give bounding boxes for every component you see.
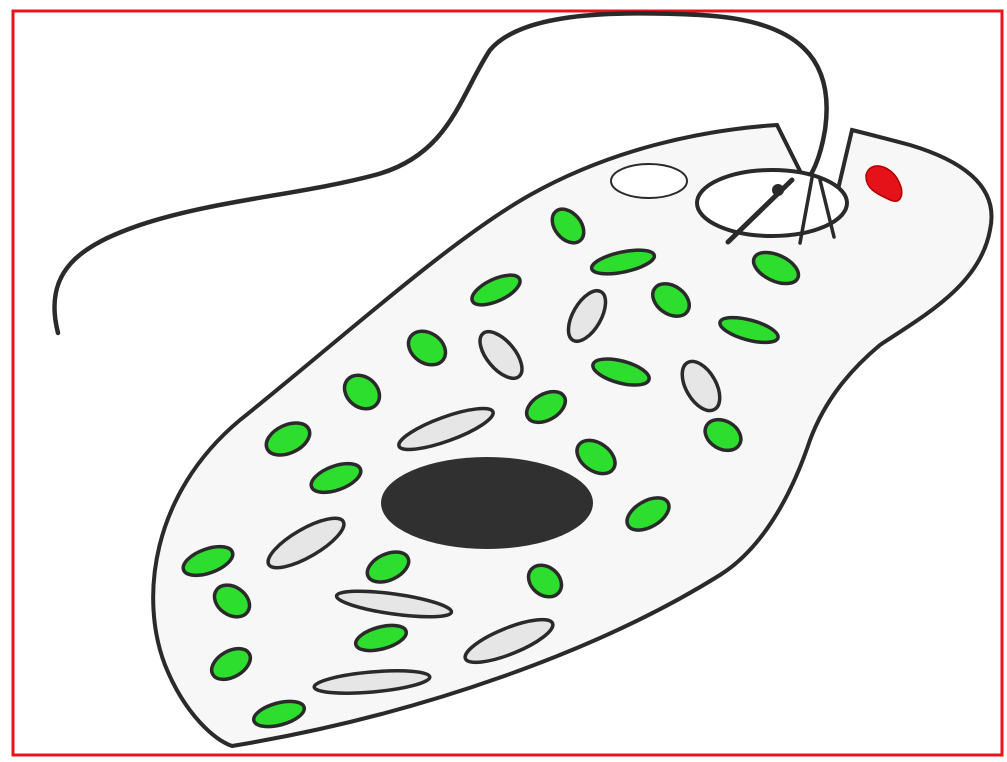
basal-body bbox=[772, 184, 784, 196]
nucleus bbox=[381, 457, 593, 549]
contractile-vacuole bbox=[611, 164, 687, 198]
